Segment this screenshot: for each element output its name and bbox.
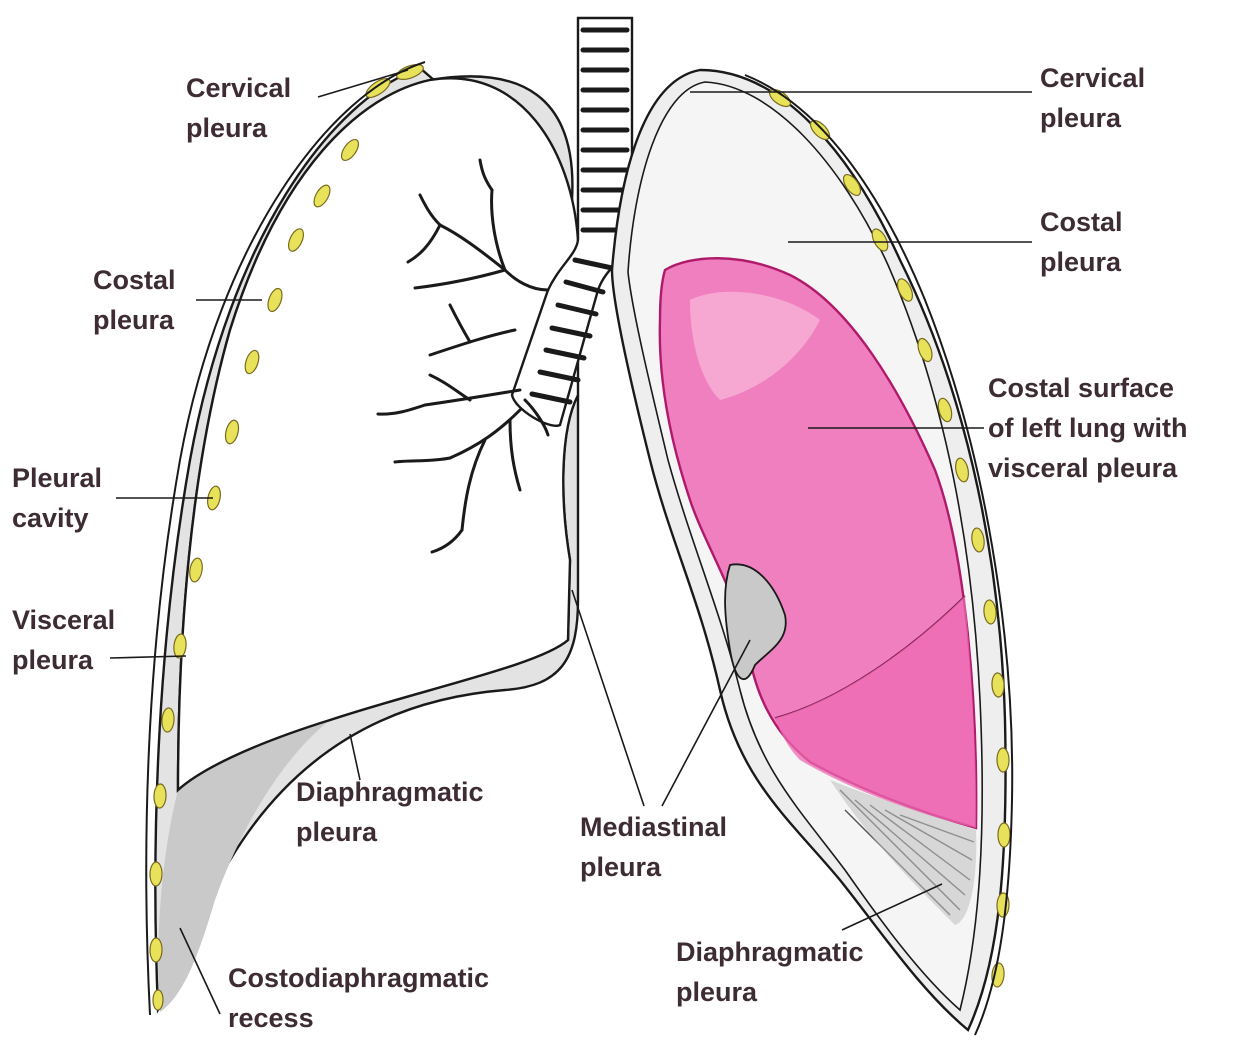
label-line: recess	[228, 1003, 314, 1033]
left-lung	[612, 70, 1012, 1035]
label-line: Mediastinal	[580, 812, 727, 842]
leader-diaphragmatic-left	[350, 734, 360, 780]
label-line: Costal	[93, 265, 176, 295]
label-costal-surface: Costal surface of left lung with viscera…	[988, 373, 1195, 483]
label-diaphragmatic-pleura-left: Diaphragmatic pleura	[296, 777, 491, 847]
label-line: Cervical	[186, 73, 291, 103]
label-line: pleura	[296, 817, 378, 847]
leader-mediastinal-a	[572, 590, 644, 806]
label-line: pleura	[1040, 103, 1122, 133]
label-costodiaphragmatic-recess: Costodiaphragmatic recess	[228, 963, 497, 1033]
label-line: pleura	[186, 113, 268, 143]
label-cervical-pleura-right: Cervical pleura	[1040, 63, 1153, 133]
label-line: Pleural	[12, 463, 102, 493]
label-line: Costal surface	[988, 373, 1174, 403]
label-costal-pleura-left: Costal pleura	[93, 265, 183, 335]
label-diaphragmatic-pleura-right: Diaphragmatic pleura	[676, 937, 871, 1007]
label-line: Diaphragmatic	[676, 937, 864, 967]
label-line: Costodiaphragmatic	[228, 963, 489, 993]
label-line: of left lung with	[988, 413, 1187, 443]
label-line: pleura	[580, 852, 662, 882]
label-cervical-pleura-left: Cervical pleura	[186, 73, 299, 143]
label-line: pleura	[93, 305, 175, 335]
label-mediastinal-pleura: Mediastinal pleura	[580, 812, 735, 882]
label-line: Diaphragmatic	[296, 777, 484, 807]
label-visceral-pleura-left: Visceral pleura	[12, 605, 123, 675]
label-line: pleura	[676, 977, 758, 1007]
label-line: pleura	[12, 645, 94, 675]
label-line: cavity	[12, 503, 89, 533]
label-line: pleura	[1040, 247, 1122, 277]
label-costal-pleura-right: Costal pleura	[1040, 207, 1130, 277]
right-lung	[146, 62, 578, 1015]
label-line: visceral pleura	[988, 453, 1178, 483]
label-line: Costal	[1040, 207, 1123, 237]
label-line: Cervical	[1040, 63, 1145, 93]
label-line: Visceral	[12, 605, 115, 635]
label-pleural-cavity: Pleural cavity	[12, 463, 110, 533]
